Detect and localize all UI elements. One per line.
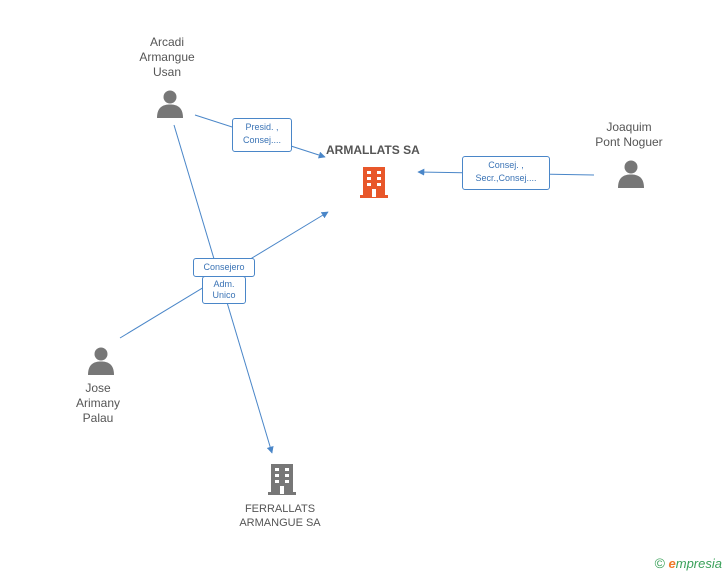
building-icon[interactable] (266, 462, 298, 496)
company-name-ferrallats[interactable]: FERRALLATS ARMANGUE SA (239, 503, 321, 529)
person-name-arcadi[interactable]: Arcadi Armangue Usan (139, 35, 195, 79)
person-name-joaquim[interactable]: Joaquim Pont Noguer (595, 120, 663, 149)
copyright-icon: © (654, 555, 665, 571)
person-icon[interactable] (155, 88, 185, 118)
edge-label-adm-unico[interactable]: Adm. Unico (202, 276, 246, 304)
brand-watermark: © empresia (655, 555, 722, 571)
person-icon[interactable] (616, 158, 646, 188)
person-name-jose[interactable]: Jose Arimany Palau (75, 381, 120, 425)
main-company-name[interactable]: ARMALLATS SA (326, 143, 420, 157)
edge-label-joaquim-armallats[interactable]: Consej. , Secr.,Consej.... (462, 156, 550, 190)
brand-initial: e (668, 556, 676, 571)
building-icon[interactable] (358, 165, 390, 199)
person-icon[interactable] (86, 345, 116, 375)
brand-name: mpresia (675, 556, 722, 571)
edge-label-consejero[interactable]: Consejero (193, 258, 255, 277)
edge-label-arcadi-armallats[interactable]: Presid. , Consej.... (232, 118, 292, 152)
